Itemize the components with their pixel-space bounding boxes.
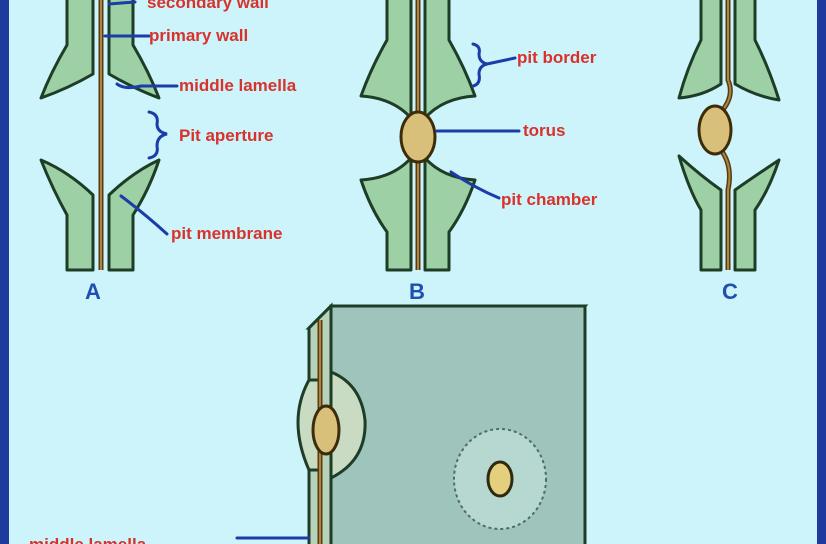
panel-c-right-wall-lower <box>735 160 779 270</box>
leader-secondary-wall <box>109 2 135 4</box>
pit-border-brace <box>473 44 487 86</box>
panel-letter-b: B <box>409 279 425 304</box>
label-pit-chamber: pit chamber <box>501 190 598 209</box>
panel-b-left-wall-upper <box>361 0 411 118</box>
leader-pit-border <box>487 58 515 64</box>
wall-block-3d <box>298 306 585 544</box>
label-middle-lamella: middle lamella <box>179 76 297 95</box>
panel-b-torus <box>401 112 435 162</box>
panel-b <box>361 0 475 270</box>
panel-letter-a: A <box>85 279 101 304</box>
label-torus: torus <box>523 121 566 140</box>
bordered-pit-diagram: secondary wall primary wall middle lamel… <box>9 0 817 544</box>
panel-c-right-wall-upper <box>735 0 779 100</box>
panel-c-left-wall-upper <box>679 0 721 98</box>
label-primary-wall: primary wall <box>149 26 248 45</box>
panel-b-right-wall-lower <box>425 158 475 270</box>
block-pit-aperture-face <box>488 462 512 496</box>
panel-c-torus <box>699 106 731 154</box>
panel-a-right-wall-lower <box>109 160 159 270</box>
panel-letters: A B C <box>85 279 738 304</box>
label-middle-lamella-bottom: middle lamella <box>29 535 147 544</box>
panel-a-left-wall-lower <box>41 160 93 270</box>
label-pit-aperture: Pit aperture <box>179 126 273 145</box>
label-secondary-wall: secondary wall <box>147 0 269 12</box>
panel-c-left-wall-lower <box>679 156 721 270</box>
panel-c <box>679 0 779 270</box>
block-torus-section <box>313 406 339 454</box>
panel-b-right-wall-upper <box>425 0 475 118</box>
panel-letter-c: C <box>722 279 738 304</box>
label-pit-border: pit border <box>517 48 597 67</box>
panel-a-left-wall-upper <box>41 0 93 98</box>
panel-a <box>41 0 159 270</box>
panel-b-left-wall-lower <box>361 158 411 270</box>
pit-aperture-brace <box>149 112 167 158</box>
block-front-face <box>331 306 585 544</box>
label-pit-membrane: pit membrane <box>171 224 282 243</box>
